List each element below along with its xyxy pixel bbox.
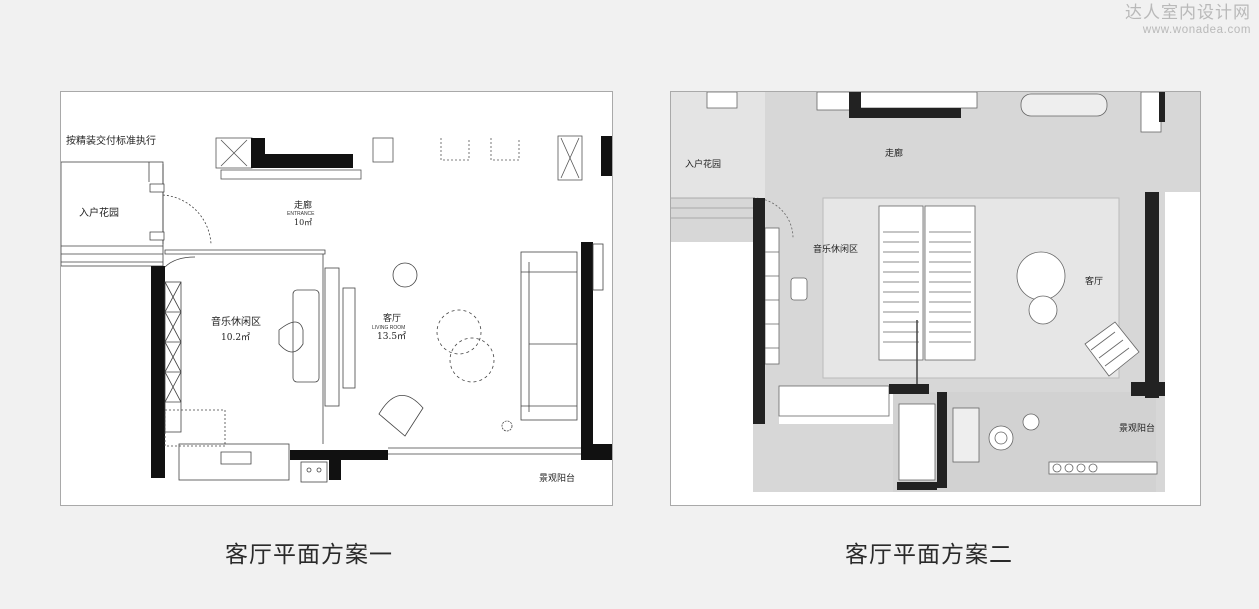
piano-stool <box>278 321 304 353</box>
piano <box>292 289 320 383</box>
wall-top-2 <box>265 154 353 168</box>
label-balcony: 景观阳台 <box>539 472 575 484</box>
sink <box>300 461 328 483</box>
balcony-table-1 <box>988 425 1014 451</box>
floor-plan-scheme-1: 按精装交付标准执行 入户花园 走廊 ENTRANCE 10㎡ 音乐休闲区 10.… <box>60 91 613 506</box>
floor-plan-1-drawing: 按精装交付标准执行 入户花园 走廊 ENTRANCE 10㎡ 音乐休闲区 10.… <box>61 134 612 484</box>
wall-left <box>151 266 165 478</box>
coffee-table-round <box>1016 251 1066 301</box>
label-balcony: 景观阳台 <box>1119 422 1155 434</box>
bottom-cabinet <box>778 385 890 417</box>
balcony-cabinet <box>952 407 980 463</box>
floor-lamp <box>501 420 513 432</box>
label-music-area: 音乐休闲区 <box>813 243 858 255</box>
drum-set <box>164 409 226 447</box>
label-corridor: 走廊 <box>294 199 312 211</box>
side-table-round <box>392 262 418 288</box>
daybed-right <box>924 205 976 361</box>
wall-top-right <box>1159 92 1165 122</box>
balcony-planter <box>1048 461 1158 475</box>
entry-door-swing <box>162 194 212 245</box>
top-sofa <box>1020 93 1108 117</box>
wall-bottom-right <box>591 444 612 460</box>
label-corridor-en: ENTRANCE <box>287 211 315 217</box>
balcony-table-2 <box>1022 413 1040 431</box>
floor-plan-scheme-2: 入户花园 走廊 音乐休闲区 客厅 景观阳台 <box>670 91 1201 506</box>
label-corridor: 走廊 <box>885 147 903 159</box>
wall-top-1 <box>251 138 265 168</box>
wall-top-right <box>601 136 612 176</box>
label-living-size: 13.5㎡ <box>377 331 406 342</box>
ottoman <box>790 277 808 301</box>
floor-plan-2-drawing: 入户花园 走廊 音乐休闲区 客厅 景观阳台 <box>671 92 1200 492</box>
shoe-cabinet <box>220 169 362 180</box>
label-living: 客厅 <box>1085 275 1103 287</box>
watermark-site-name: 达人室内设计网 <box>1125 3 1251 23</box>
armchair <box>1084 321 1140 377</box>
label-living-en: LIVING ROOM <box>372 325 405 331</box>
label-corridor-area: 10㎡ <box>294 218 312 227</box>
coffee-table-2 <box>449 337 495 383</box>
top-cabinet-2 <box>858 92 978 109</box>
sofa <box>520 251 578 421</box>
wall-balcony-bottom <box>897 482 937 490</box>
bottom-cabinet <box>178 443 290 481</box>
label-music-area: 音乐休闲区 <box>211 315 261 328</box>
right-cabinet <box>557 135 583 181</box>
music-room-top-wall <box>164 249 326 255</box>
balcony-sink <box>898 403 936 481</box>
wall-bottom-1 <box>889 384 929 394</box>
watermark-site-url: www.wonadea.com <box>1142 23 1251 36</box>
wall-top-2 <box>861 108 961 118</box>
label-entry-garden: 入户花园 <box>79 206 119 219</box>
top-right-cabinet <box>1140 92 1162 133</box>
bookshelf <box>764 227 780 365</box>
caption-scheme-1: 客厅平面方案一 <box>225 542 393 568</box>
coffee-table-1 <box>436 309 482 355</box>
watermark: 达人室内设计网 www.wonadea.com <box>1125 3 1251 37</box>
wall-stub <box>329 454 341 480</box>
tv-cabinet <box>324 267 340 407</box>
balcony-window <box>388 447 581 455</box>
wall-balcony <box>937 392 947 488</box>
wall-top-1 <box>849 92 861 118</box>
label-entry-garden: 入户花园 <box>685 158 721 170</box>
bookshelf <box>164 281 182 433</box>
label-note: 按精装交付标准执行 <box>66 134 156 147</box>
label-living: 客厅 <box>383 312 401 324</box>
label-music-size: 10.2㎡ <box>221 332 250 343</box>
wall-right <box>581 242 593 460</box>
wall-right <box>1145 192 1159 398</box>
top-cabinet-right <box>372 137 394 163</box>
dining-chairs <box>440 138 520 161</box>
armchair <box>378 394 424 437</box>
caption-scheme-2: 客厅平面方案二 <box>845 542 1013 568</box>
tv <box>342 287 356 389</box>
side-table-round <box>1028 295 1058 325</box>
side-table <box>592 243 604 291</box>
wall-left <box>753 198 765 424</box>
